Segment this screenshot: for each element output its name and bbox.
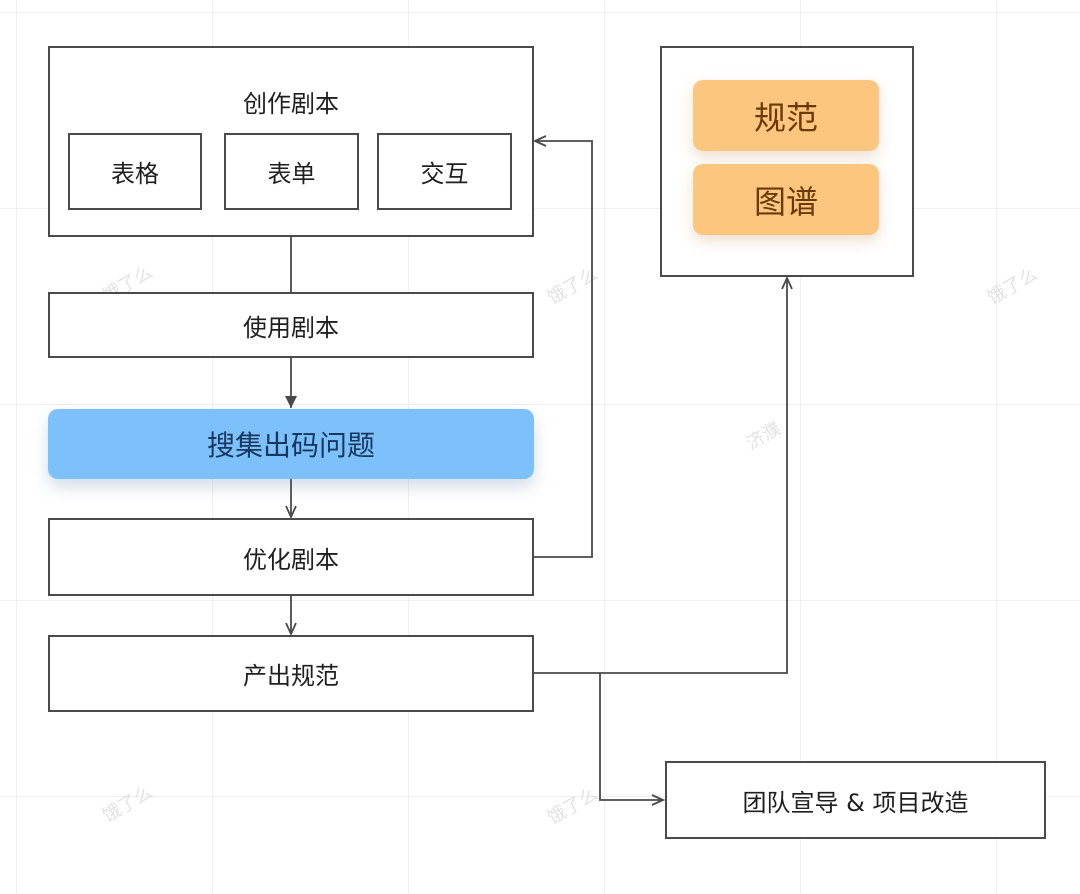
collect-issues-node: 搜集出码问题 [48,409,534,479]
connector-produce-to-output [533,278,787,674]
graph-output-node: 图谱 [693,164,879,235]
item-table: 表格 [68,133,202,210]
spec-output-node: 规范 [693,80,879,151]
item-interaction: 交互 [377,133,512,210]
connector-produce-to-team [599,673,663,800]
item-form: 表单 [224,133,359,210]
connector-optimize-loop-back [533,141,593,558]
use-script-node: 使用剧本 [48,292,534,358]
produce-spec-node: 产出规范 [48,635,534,712]
create-script-title: 创作剧本 [243,90,339,118]
team-promo-node: 团队宣导 & 项目改造 [665,761,1046,839]
optimize-script-node: 优化剧本 [48,518,534,596]
